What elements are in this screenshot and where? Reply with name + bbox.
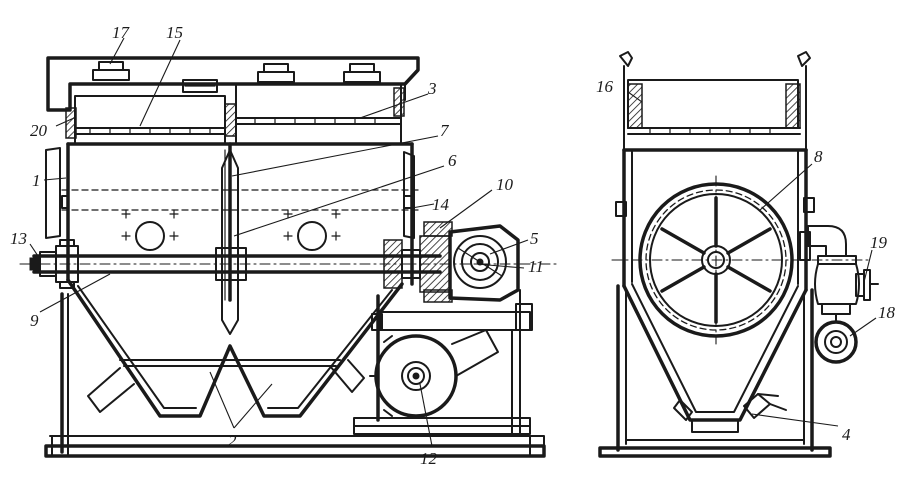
sieve-grid-right (236, 117, 401, 125)
callout-1: 1 (32, 171, 41, 190)
callout-20: 20 (30, 121, 48, 140)
callout-19: 19 (870, 233, 888, 252)
callout-12: 12 (420, 449, 438, 468)
callout-labels: 17 15 3 20 7 6 1 10 14 13 5 11 9 2 12 16… (10, 23, 896, 468)
side-view (598, 51, 879, 458)
callout-4: 4 (842, 425, 851, 444)
top-loads (92, 61, 381, 93)
callout-5: 5 (530, 229, 539, 248)
bolt-crosses (121, 209, 341, 241)
callout-8: 8 (814, 147, 823, 166)
callout-15: 15 (166, 23, 183, 42)
sieve-grid-left (75, 127, 225, 135)
callout-11: 11 (528, 257, 544, 276)
callout-3: 3 (427, 79, 437, 98)
callout-9: 9 (30, 311, 39, 330)
callout-10: 10 (496, 175, 514, 194)
side-sieve-grid (649, 127, 771, 135)
front-view (19, 56, 561, 458)
callout-18: 18 (878, 303, 896, 322)
callout-16: 16 (596, 77, 614, 96)
callout-17: 17 (112, 23, 131, 42)
callout-7: 7 (440, 121, 450, 140)
callout-2: 2 (228, 431, 237, 450)
callout-6: 6 (448, 151, 457, 170)
callout-14: 14 (432, 195, 450, 214)
callout-13: 13 (10, 229, 27, 248)
leader-lines (29, 37, 877, 447)
